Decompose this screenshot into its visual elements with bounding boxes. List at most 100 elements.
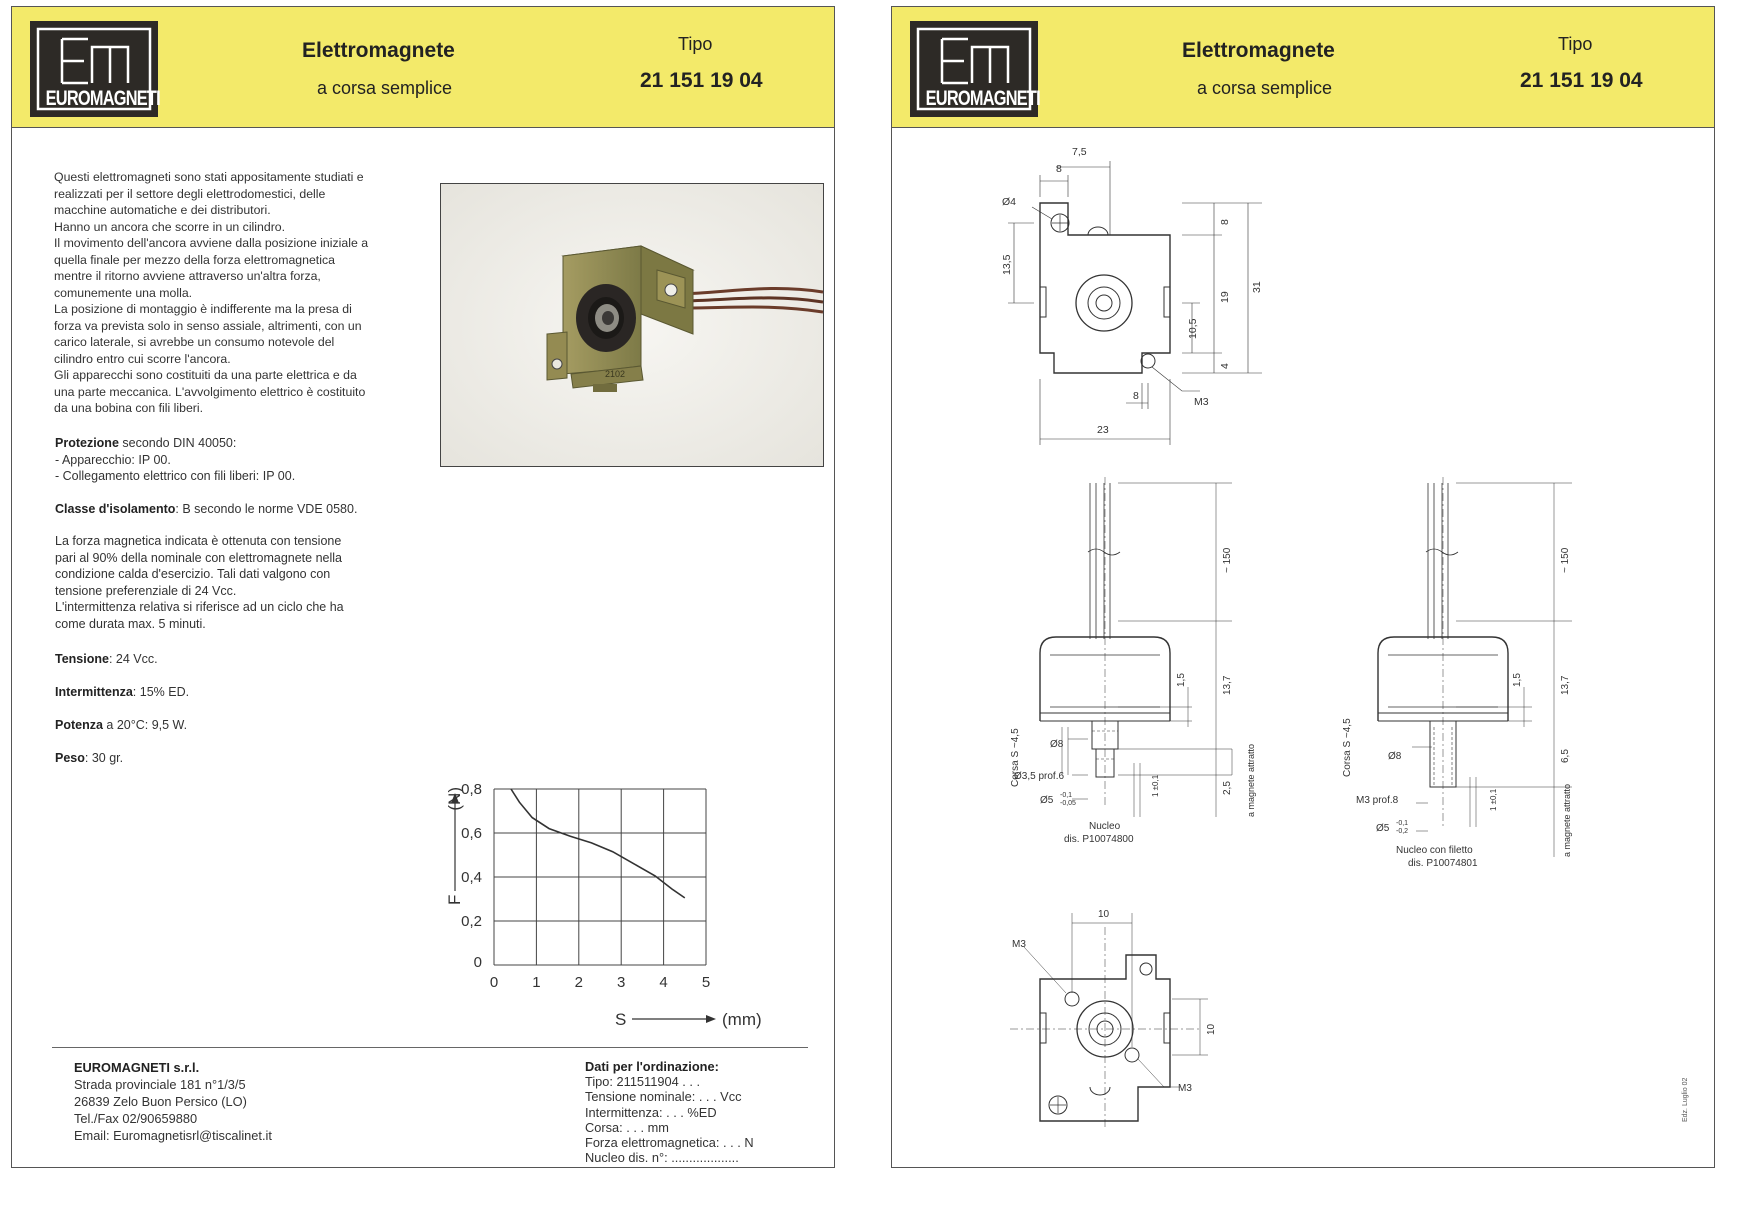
company-email: Email: Euromagnetisrl@tiscalinet.it [74, 1128, 272, 1143]
company-info: EUROMAGNETI s.r.l. Strada provinciale 18… [74, 1059, 272, 1144]
edition-note: Edz. Luglio 02 [1682, 1077, 1689, 1122]
top-view-drawing [1008, 161, 1262, 445]
desc-line: macchine automatiche e dei distributori. [54, 203, 271, 217]
dim-label: 8 [1219, 219, 1231, 225]
dim-label: Corsa S ~4,5 [1342, 718, 1353, 777]
x-tick-label: 0 [490, 974, 498, 991]
order-force: Forza elettromagnetica: . . . N [585, 1135, 754, 1151]
force-note: La forza magnetica indicata è ottenuta c… [55, 533, 344, 632]
side-view-1-drawing [1039, 477, 1233, 817]
dim-label: 8 [1133, 390, 1139, 402]
datasheet-page-2: EUROMAGNETI Elettromagnete a corsa sempl… [891, 6, 1715, 1168]
tipo-label: Tipo [1558, 34, 1593, 54]
order-tipo: Tipo: 211511904 . . . [585, 1074, 701, 1090]
insulation-text: : B secondo le norme VDE 0580. [175, 502, 358, 516]
technical-drawings: 7,5 8 Ø4 13,5 8 19 31 10,5 4 8 M3 23 [892, 127, 1714, 1167]
desc-line: La posizione di montaggio è indifferente… [54, 302, 352, 316]
bottom-view-drawing [1010, 913, 1208, 1127]
page-header: EUROMAGNETI Elettromagnete a corsa sempl… [12, 7, 834, 128]
logo-text: EUROMAGNETI [925, 87, 1041, 110]
dim-label: M3 [1012, 939, 1026, 950]
dim-label: 6,5 [1560, 749, 1571, 763]
force-note-line: L'intermittenza relativa si riferisce ad… [55, 600, 344, 614]
y-axis-arrowhead [451, 793, 459, 803]
spec-label: Tensione [55, 652, 109, 666]
desc-line: comunemente una molla. [54, 285, 193, 300]
dim-label: 1,5 [1512, 673, 1523, 687]
dim-label: dis. P10074801 [1408, 858, 1478, 869]
dim-label: Nucleo con filetto [1396, 845, 1473, 856]
protection-line: - Apparecchio: IP 00. [55, 452, 171, 467]
force-note-line: come durata max. 5 minuti. [55, 616, 206, 631]
dim-label: -0,2 [1396, 828, 1408, 835]
dim-label: Ø4 [1002, 196, 1016, 208]
drawings-svg: 7,5 8 Ø4 13,5 8 19 31 10,5 4 8 M3 23 [1001, 146, 1572, 1127]
desc-line: realizzati per il settore degli elettrod… [54, 186, 326, 201]
insulation-label: Classe d'isolamento [55, 502, 176, 516]
x-tick-label: 3 [617, 974, 625, 991]
dim-label: 31 [1251, 281, 1263, 293]
desc-line: Hanno un ancora che scorre in un cilindr… [54, 219, 286, 234]
dim-label: M3 [1194, 396, 1209, 408]
desc-line: una parte meccanica. L'avvolgimento elet… [54, 384, 366, 399]
dim-label: -0,1 [1060, 792, 1072, 799]
dim-label: a magnete attratto [1562, 784, 1572, 857]
spec-value: a 20°C: 9,5 W. [102, 718, 188, 732]
dim-label: 1 ±0,1 [1151, 774, 1160, 797]
y-tick-label: 0,8 [461, 781, 482, 798]
part-marking: 2102 [605, 369, 625, 379]
dim-label: M3 [1178, 1083, 1192, 1094]
dim-label: M3 prof.8 [1356, 795, 1399, 806]
y-tick-label: 0,4 [461, 869, 482, 886]
desc-line: Gli apparecchi sono costituiti da una pa… [54, 368, 357, 382]
x-tick-label: 1 [532, 974, 540, 991]
solenoid-illustration: 2102 [441, 184, 823, 466]
dim-label: 13,5 [1001, 254, 1013, 275]
dim-label: 4 [1219, 363, 1231, 369]
dim-label: -0,1 [1396, 820, 1408, 827]
force-note-line: pari al 90% della nominale con elettroma… [55, 550, 342, 565]
dim-label: 13,7 [1222, 675, 1233, 695]
company-name: EUROMAGNETI s.r.l. [74, 1060, 200, 1075]
order-title: Dati per l'ordinazione: [585, 1059, 719, 1074]
y-tick-label: 0,6 [461, 825, 482, 842]
dim-label: 23 [1097, 424, 1109, 436]
dim-label: Corsa S ~4,5 [1010, 728, 1021, 787]
desc-line: cilindro entro cui scorre l'ancora. [54, 351, 231, 366]
dim-label: 2,5 [1222, 781, 1233, 795]
desc-line: quella finale per mezzo della forza elet… [54, 252, 335, 267]
dim-label: a magnete attratto [1246, 744, 1256, 817]
dim-label: 10 [1098, 909, 1110, 920]
em-logo-mark [36, 27, 152, 111]
order-duty: Intermittenza: . . . %ED [585, 1104, 717, 1120]
spec-value: : 30 gr. [84, 751, 124, 765]
order-core: Nucleo dis. n°: ................... [585, 1150, 739, 1166]
order-stroke: Corsa: . . . mm [585, 1119, 669, 1135]
dim-label: 8 [1056, 163, 1062, 175]
desc-line: carico laterale, si avrebbe un consumo n… [54, 335, 335, 349]
force-note-line: condizione calda d'esercizio. Tali dati … [55, 567, 331, 581]
y-tick-label: 0,2 [461, 913, 482, 930]
spec-power: Potenza a 20°C: 9,5 W. [55, 717, 187, 734]
spec-value: : 15% ED. [132, 685, 190, 699]
dim-label: 13,7 [1560, 675, 1571, 695]
spec-label: Potenza [55, 718, 103, 732]
spec-weight: Peso: 30 gr. [55, 750, 123, 767]
page-header: EUROMAGNETI Elettromagnete a corsa sempl… [892, 7, 1714, 128]
force-note-line: tensione preferenziale di 24 Vcc. [55, 583, 237, 598]
dim-label: Ø8 [1388, 751, 1402, 762]
desc-line: mentre il ritorno avviene attraverso un'… [54, 269, 321, 283]
x-axis-arrowhead [706, 1015, 716, 1023]
dim-label: Ø5 [1040, 795, 1054, 806]
page-title: Elettromagnete [302, 39, 455, 62]
dim-label: 19 [1219, 291, 1231, 303]
dim-label: 1 ±0,1 [1489, 788, 1498, 811]
desc-line: da una bobina con fili liberi. [54, 401, 204, 415]
em-logo-mark [916, 27, 1032, 111]
datasheet-page-1: EUROMAGNETI Elettromagnete a corsa sempl… [11, 6, 835, 1168]
x-tick-label: 2 [575, 974, 583, 991]
protection-label: Protezione [55, 436, 119, 450]
spec-tension: Tensione: 24 Vcc. [55, 651, 158, 668]
